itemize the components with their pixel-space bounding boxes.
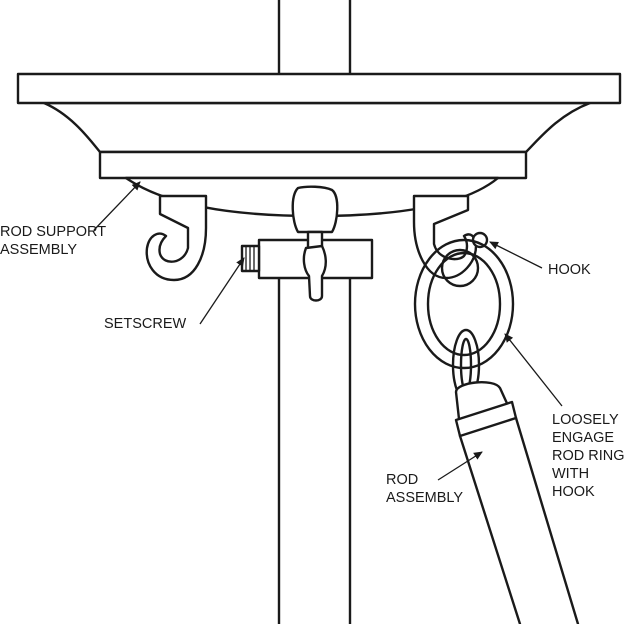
label-rod-support: ROD SUPPORT — [0, 224, 106, 240]
label-hook: HOOK — [548, 262, 591, 278]
hook-leader — [489, 241, 543, 269]
label-loosely-5: HOOK — [552, 484, 595, 500]
center-pipe — [277, 276, 352, 624]
setscrew-icon — [240, 244, 261, 273]
canopy-flare — [42, 101, 592, 154]
canopy-top-plate — [16, 72, 622, 105]
top-pipe — [277, 0, 352, 76]
center-knob — [291, 185, 339, 302]
canopy-lower-band — [98, 150, 528, 180]
label-rod-2: ASSEMBLY — [386, 490, 463, 506]
label-loosely-4: WITH — [552, 466, 589, 482]
label-rod-support-2: ASSEMBLY — [0, 242, 77, 258]
label-rod: ROD — [386, 472, 418, 488]
hook-link-ring — [440, 248, 480, 288]
setscrew-leader — [199, 257, 245, 325]
rod-ring — [413, 238, 515, 370]
label-setscrew: SETSCREW — [104, 316, 186, 332]
rod-support-leader — [93, 181, 141, 231]
loosely-engage-leader — [504, 333, 563, 407]
left-hook — [145, 194, 208, 282]
rod-assembly-leader — [437, 451, 483, 481]
label-loosely-3: ROD RING — [552, 448, 625, 464]
rod-tube — [458, 416, 580, 624]
label-loosely-2: ENGAGE — [552, 430, 614, 446]
label-loosely-1: LOOSELY — [552, 412, 619, 428]
